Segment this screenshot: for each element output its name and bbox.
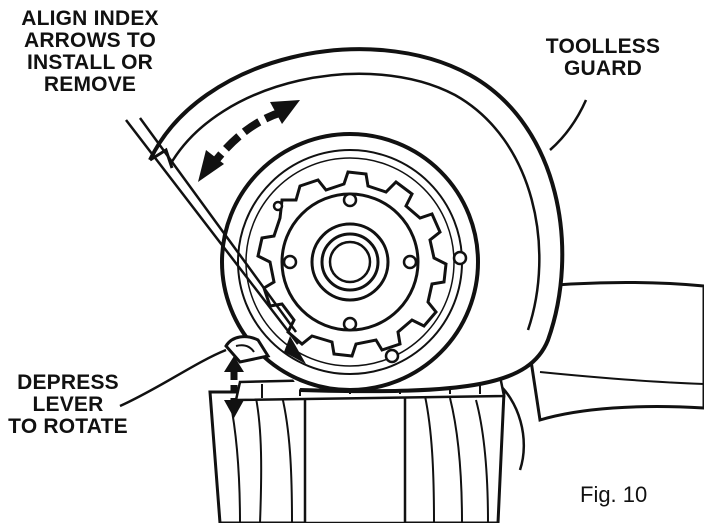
align-index-callout: ALIGN INDEX ARROWS TO INSTALL OR REMOVE bbox=[6, 8, 174, 96]
guard-leader-line bbox=[549, 99, 588, 151]
align-index-line-4: REMOVE bbox=[43, 73, 137, 96]
align-index-line-3: INSTALL OR bbox=[26, 51, 154, 74]
spindle-hub bbox=[310, 222, 390, 302]
guard-release-lever bbox=[224, 335, 271, 364]
flange-bolt-holes bbox=[272, 192, 468, 364]
align-index-line-2: ARROWS TO bbox=[23, 29, 157, 52]
toolless-guard-line-1: TOOLLESS bbox=[545, 35, 661, 58]
align-index-line-1: ALIGN INDEX bbox=[21, 7, 159, 30]
gear-housing bbox=[208, 374, 506, 523]
toolless-guard-callout: TOOLLESS GUARD bbox=[540, 36, 666, 80]
vertical-double-arrow-icon bbox=[224, 356, 244, 418]
toolless-guard-line-2: GUARD bbox=[564, 57, 642, 80]
index-arrow-icon bbox=[284, 336, 306, 364]
depress-lever-line-3: TO ROTATE bbox=[8, 415, 128, 438]
depress-lever-line-2: LEVER bbox=[32, 393, 104, 416]
curved-double-arrow-icon bbox=[198, 100, 300, 182]
tool-housing bbox=[493, 280, 704, 471]
depress-lever-callout: DEPRESS LEVER TO ROTATE bbox=[0, 372, 136, 438]
depress-lever-line-1: DEPRESS bbox=[17, 371, 119, 394]
lever-leader-line bbox=[119, 348, 227, 408]
figure-label: Fig. 10 bbox=[580, 482, 648, 507]
align-index-leaders bbox=[125, 117, 299, 345]
